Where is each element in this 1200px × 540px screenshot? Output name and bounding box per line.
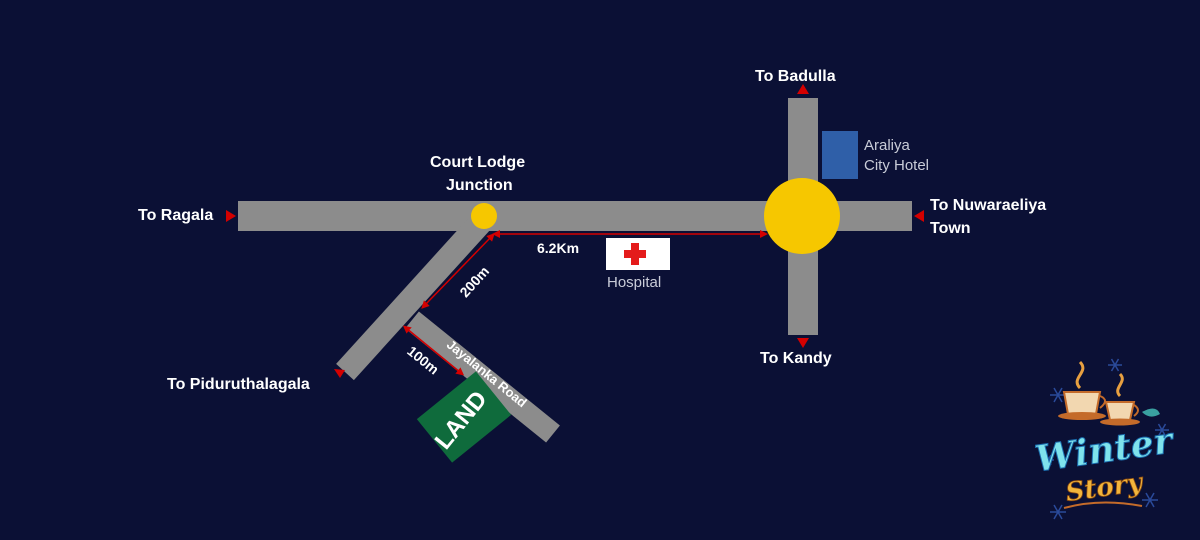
label-to-kandy: To Kandy [760, 350, 832, 367]
arrow-nuwaraeliya [914, 210, 924, 222]
winter-story-logo: Winter Story [1032, 358, 1179, 520]
land-plot [416, 371, 512, 463]
label-hospital: Hospital [607, 274, 662, 291]
distance-200m: 200m [456, 263, 492, 300]
measure-100m [402, 325, 465, 376]
logo-text-winter: Winter [1032, 419, 1178, 480]
roundabout-marker [764, 178, 840, 254]
label-to-nuwaraeliya-line1: To Nuwaraeliya [930, 197, 1047, 214]
hotel-marker-icon [822, 131, 858, 179]
label-to-nuwaraeliya-line2: Town [930, 220, 971, 237]
label-to-badulla: To Badulla [755, 68, 836, 85]
arrow-kandy [797, 338, 809, 348]
court-lodge-junction-marker [471, 203, 497, 229]
arrow-badulla [797, 84, 809, 94]
label-to-piduruthalagala: To Piduruthalagala [167, 376, 310, 393]
hospital-cross-icon [606, 238, 670, 270]
arrow-piduruthalagala [334, 369, 345, 378]
label-court-lodge-line1: Court Lodge [430, 154, 526, 171]
label-hotel-line1: Araliya [864, 137, 910, 154]
distance-6-2km: 6.2Km [537, 240, 580, 256]
label-hotel-line2: City Hotel [864, 157, 930, 174]
measure-200m [421, 233, 495, 309]
arrow-ragala [226, 210, 236, 222]
label-to-ragala: To Ragala [138, 207, 214, 224]
label-court-lodge-line2: Junction [446, 177, 513, 194]
